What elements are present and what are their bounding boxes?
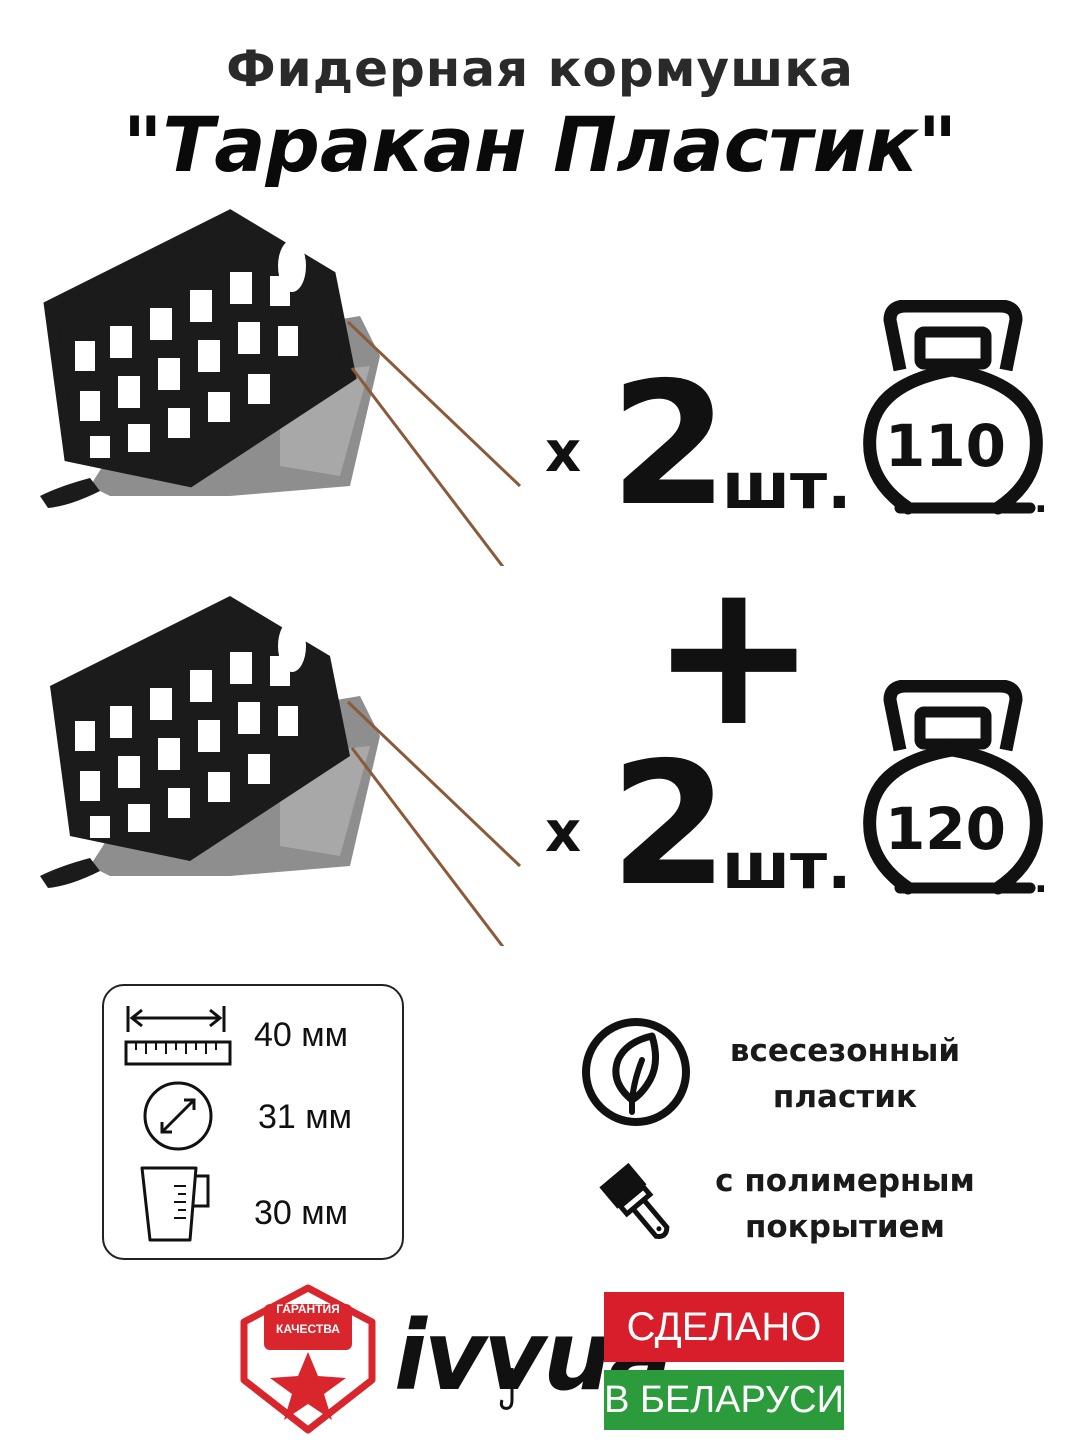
quantity-count: 2 bbox=[610, 726, 729, 924]
length-value: 40 мм bbox=[254, 1016, 349, 1054]
weight-suffix: . bbox=[1034, 860, 1048, 901]
kettlebell-icon bbox=[863, 680, 1043, 895]
diameter-value: 31 мм bbox=[258, 1098, 353, 1136]
quantity-count: 2 bbox=[610, 346, 729, 544]
diameter-icon bbox=[143, 1081, 213, 1151]
weight-value: 110 bbox=[884, 412, 1007, 480]
plus-sign: + bbox=[650, 538, 818, 771]
quantity-unit: шт. bbox=[722, 450, 852, 524]
coating-line1: с полимерным bbox=[715, 1163, 975, 1199]
product-type-title: Фидерная кормушка bbox=[226, 40, 854, 98]
specs-panel bbox=[102, 984, 404, 1260]
feeder-image-120 bbox=[40, 596, 522, 946]
measuring-cup-icon bbox=[140, 1166, 210, 1242]
hook-icon bbox=[499, 1368, 514, 1410]
quantity-unit: шт. bbox=[722, 830, 852, 904]
feeder-image-110 bbox=[40, 209, 522, 566]
quality-guarantee-badge bbox=[240, 1284, 376, 1434]
weight-value: 120 bbox=[884, 795, 1007, 863]
coating-line2: покрытием bbox=[744, 1209, 946, 1245]
quality-badge-line1: ГАРАНТИЯ bbox=[276, 1302, 340, 1316]
weight-suffix: . bbox=[1034, 480, 1048, 521]
kettlebell-icon bbox=[863, 300, 1043, 515]
material-line2: пластик bbox=[772, 1079, 918, 1115]
paintbrush-icon bbox=[599, 1162, 670, 1240]
leaf-icon bbox=[582, 1018, 690, 1126]
product-name-title: "Таракан Пластик" bbox=[122, 100, 958, 189]
made-in-country: В БЕЛАРУСИ bbox=[604, 1370, 844, 1430]
multiplier-sign: x bbox=[545, 800, 582, 865]
made-in-label: СДЕЛАНО bbox=[604, 1292, 844, 1362]
quality-badge-line2: КАЧЕСТВА bbox=[276, 1322, 340, 1336]
ruler-icon bbox=[124, 1006, 232, 1066]
material-line1: всесезонный bbox=[729, 1033, 961, 1069]
volume-value: 30 мм bbox=[254, 1194, 349, 1232]
multiplier-sign: x bbox=[545, 420, 582, 485]
